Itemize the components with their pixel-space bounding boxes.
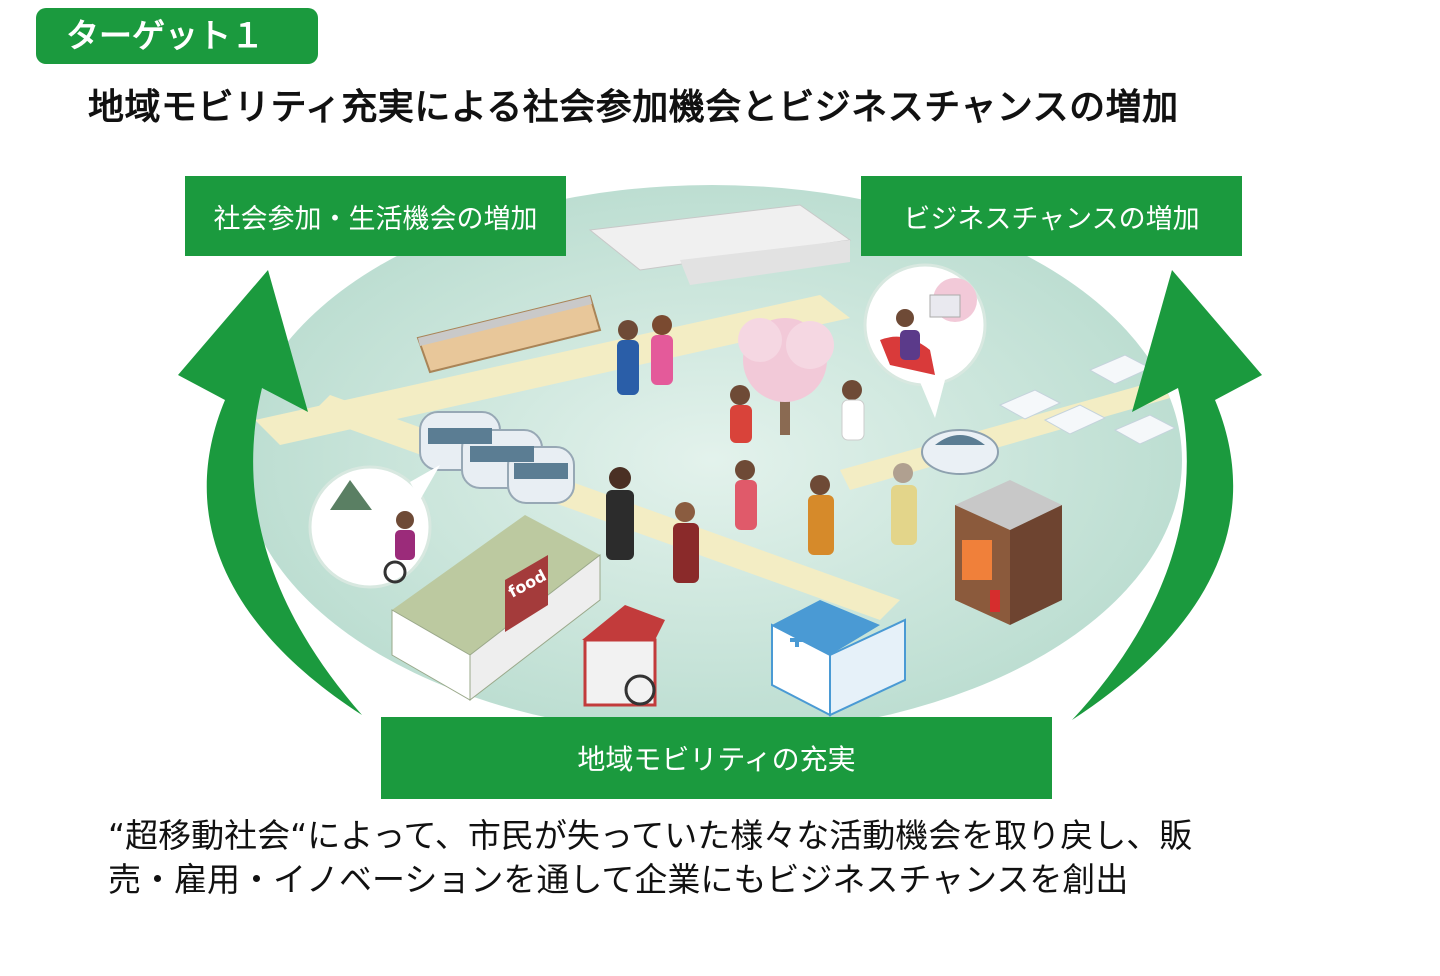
shuttle-bus-icon — [419, 411, 575, 504]
social-participation-box: 社会参加・生活機会の増加 — [185, 176, 566, 256]
apartment-building-icon — [955, 480, 1062, 625]
autonomous-car-passenger-bubble — [863, 263, 987, 418]
station-icon — [588, 204, 852, 285]
people-icon — [606, 315, 917, 583]
cherry-tree-icon — [738, 318, 834, 435]
car-icon — [921, 429, 999, 475]
left-cycle-arrow — [178, 270, 362, 715]
description-line-2: 売・雇用・イノベーションを通して企業にもビジネスチャンスを創出 — [108, 860, 1129, 899]
supermarket-icon: food — [391, 515, 601, 702]
clinic-icon — [771, 600, 906, 717]
page-title: 地域モビリティ充実による社会参加機会とビジネスチャンスの増加 — [88, 87, 1179, 128]
description: “超移動社会“によって、市民が失っていた様々な活動機会を取り戻し、販 売・雇用・… — [108, 814, 1368, 902]
mobility-enrichment-box: 地域モビリティの充実 — [381, 717, 1052, 799]
food-cart-icon — [582, 605, 665, 707]
road — [840, 380, 1170, 490]
right-cycle-arrow — [1072, 270, 1262, 720]
road — [255, 295, 850, 445]
description-line-1: “超移動社会“によって、市民が失っていた様々な活動機会を取り戻し、販 — [108, 816, 1193, 855]
target-badge: ターゲット１ — [36, 8, 318, 64]
business-chance-box: ビジネスチャンスの増加 — [861, 176, 1242, 256]
train-icon — [416, 294, 602, 374]
wheelchair-tourism-bubble — [308, 465, 440, 589]
